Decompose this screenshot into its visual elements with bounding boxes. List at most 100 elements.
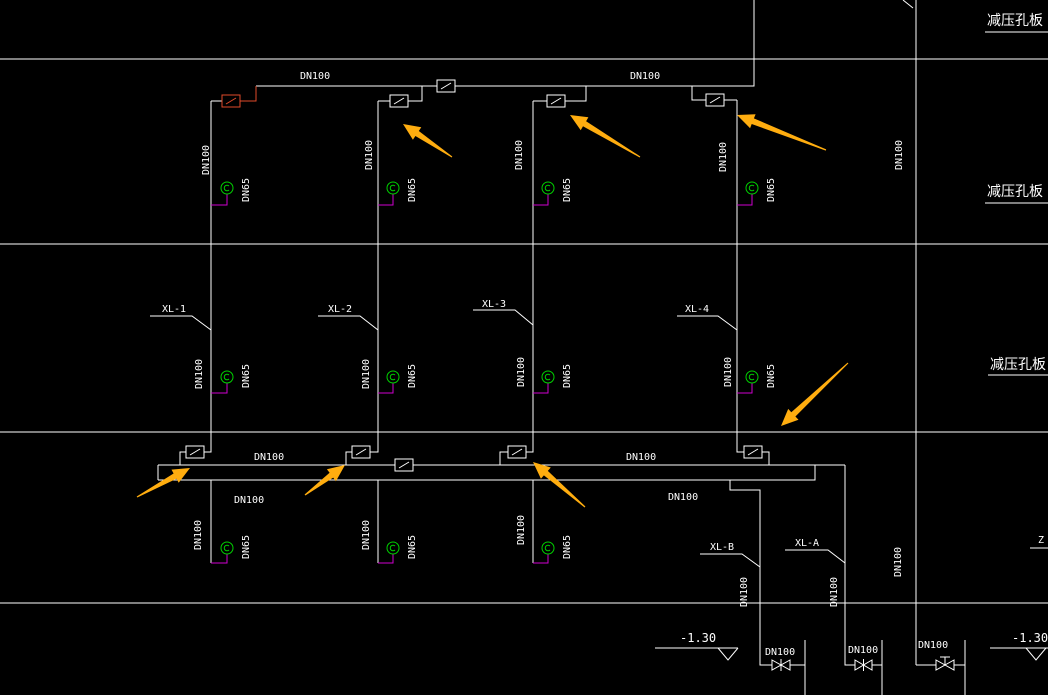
riser-size-label: DN100 <box>516 357 527 387</box>
fire-hydrant-icon <box>745 370 759 384</box>
valve-slash <box>747 448 759 456</box>
fire-hydrant-icon <box>541 370 555 384</box>
branch-size-label: DN65 <box>407 364 418 388</box>
fire-hydrant-icon <box>541 181 555 195</box>
valve-body <box>854 659 873 671</box>
riser-xl1 <box>179 101 212 563</box>
gate-valve-icon <box>935 656 955 671</box>
butterfly-valve-icon <box>351 445 371 459</box>
branch-size-label: DN65 <box>241 364 252 388</box>
top-main-size-left: DN100 <box>300 71 330 82</box>
gate-valve-icon <box>771 659 791 671</box>
valve-slash <box>550 97 562 105</box>
riser-xl3 <box>499 101 534 563</box>
riser-size-label: DN100 <box>364 140 375 170</box>
floor-lines <box>0 0 1048 665</box>
butterfly-valve-icon <box>546 94 566 108</box>
butterfly-valve-icon <box>705 93 725 107</box>
fire-hydrant-icon <box>220 370 234 384</box>
riser-tag-xl-a: XL-A <box>795 538 819 549</box>
hydrant-branches <box>211 194 753 564</box>
butterfly-valve-icon <box>185 445 205 459</box>
hydrant-branch <box>533 554 549 564</box>
valve-slash <box>709 96 721 104</box>
hydrant-branch <box>211 554 228 564</box>
riser-tag-xl4: XL-4 <box>685 304 709 315</box>
branch-size-label: DN65 <box>562 364 573 388</box>
hydrant-branch <box>211 194 228 206</box>
branch-size-label: DN65 <box>562 535 573 559</box>
valve-body <box>771 659 791 671</box>
leader-xl3 <box>473 309 534 326</box>
branch-size-label: DN65 <box>241 535 252 559</box>
riser-size-label: DN100 <box>193 520 204 550</box>
riser-tag-xl-b: XL-B <box>710 542 734 553</box>
leader-xl2 <box>318 315 379 331</box>
annotation-arrow-icon <box>136 468 190 498</box>
riser-size-label: DN100 <box>361 520 372 550</box>
elevation-marker-right <box>990 647 1048 661</box>
annotation-arrow-icon <box>781 362 849 426</box>
riser-size-label: DN100 <box>723 357 734 387</box>
incoming-pipe-xl-b <box>729 480 806 695</box>
riser-size-label: DN100 <box>201 145 212 175</box>
fire-hydrant-icon <box>745 181 759 195</box>
valve-slash <box>398 461 410 469</box>
annotation-arrow-icon <box>533 462 586 508</box>
butterfly-valve-icon <box>221 94 241 108</box>
leader-xl1 <box>150 315 212 331</box>
hydrant-branch <box>378 194 394 206</box>
edge-tag: Z <box>1038 535 1044 546</box>
note-orifice-plate: 减压孔板 <box>987 13 1043 29</box>
valve-slash <box>511 448 523 456</box>
leader-lines <box>150 31 1048 661</box>
valve-slash <box>440 82 452 90</box>
hydrant-branch <box>737 383 753 394</box>
bottom-main-lower <box>157 465 816 481</box>
incoming-size-label: DN100 <box>829 577 840 607</box>
annotation-arrow-icon <box>570 115 641 158</box>
riser-size-label: DN100 <box>893 547 904 577</box>
branch-size-label: DN65 <box>766 178 777 202</box>
riser-size-label: DN100 <box>516 515 527 545</box>
branch-size-label: DN65 <box>241 178 252 202</box>
fire-hydrant-icon <box>220 181 234 195</box>
leader-xl-a <box>785 549 846 564</box>
riser-size-label: DN100 <box>894 140 905 170</box>
xl3-top-connection <box>533 86 587 102</box>
hydrant-branch <box>737 194 753 206</box>
bottom-main-size-upper-left: DN100 <box>254 452 284 463</box>
hydrant-branch <box>378 554 394 564</box>
hydrant-branch <box>378 383 394 394</box>
butterfly-valve-icon <box>436 79 456 93</box>
riser-tag-xl2: XL-2 <box>328 304 352 315</box>
butterfly-valve-icon <box>743 445 763 459</box>
elevation-label-left: -1.30 <box>680 631 716 645</box>
top-main-pipe <box>211 0 755 102</box>
branch-size-label: DN65 <box>407 535 418 559</box>
valve-body <box>935 656 955 671</box>
xl4-top-connection <box>691 86 737 101</box>
annotation-arrow-icon <box>403 124 453 158</box>
incoming-pipe-xl-a <box>844 465 883 695</box>
branch-size-label: DN65 <box>766 364 777 388</box>
riser-size-label: DN100 <box>194 359 205 389</box>
valve-slash <box>355 448 367 456</box>
hydrant-branch <box>211 383 228 394</box>
elevation-marker-left <box>655 647 739 661</box>
valve-slash <box>225 97 237 105</box>
annotation-arrow-icon <box>304 465 345 496</box>
butterfly-valve-icon <box>389 94 409 108</box>
top-main-size-right: DN100 <box>630 71 660 82</box>
hydrant-branch <box>533 194 549 206</box>
valve-size-xl-a: DN100 <box>848 645 878 656</box>
branch-size-label: DN65 <box>562 178 573 202</box>
fire-hydrant-icon <box>386 541 400 555</box>
right-riser-valve-connection <box>916 640 966 695</box>
elevation-label-right: -1.30 <box>1012 631 1048 645</box>
riser-tag-xl1: XL-1 <box>162 304 186 315</box>
hydrant-branch <box>533 383 549 394</box>
riser-xl4 <box>736 100 770 465</box>
